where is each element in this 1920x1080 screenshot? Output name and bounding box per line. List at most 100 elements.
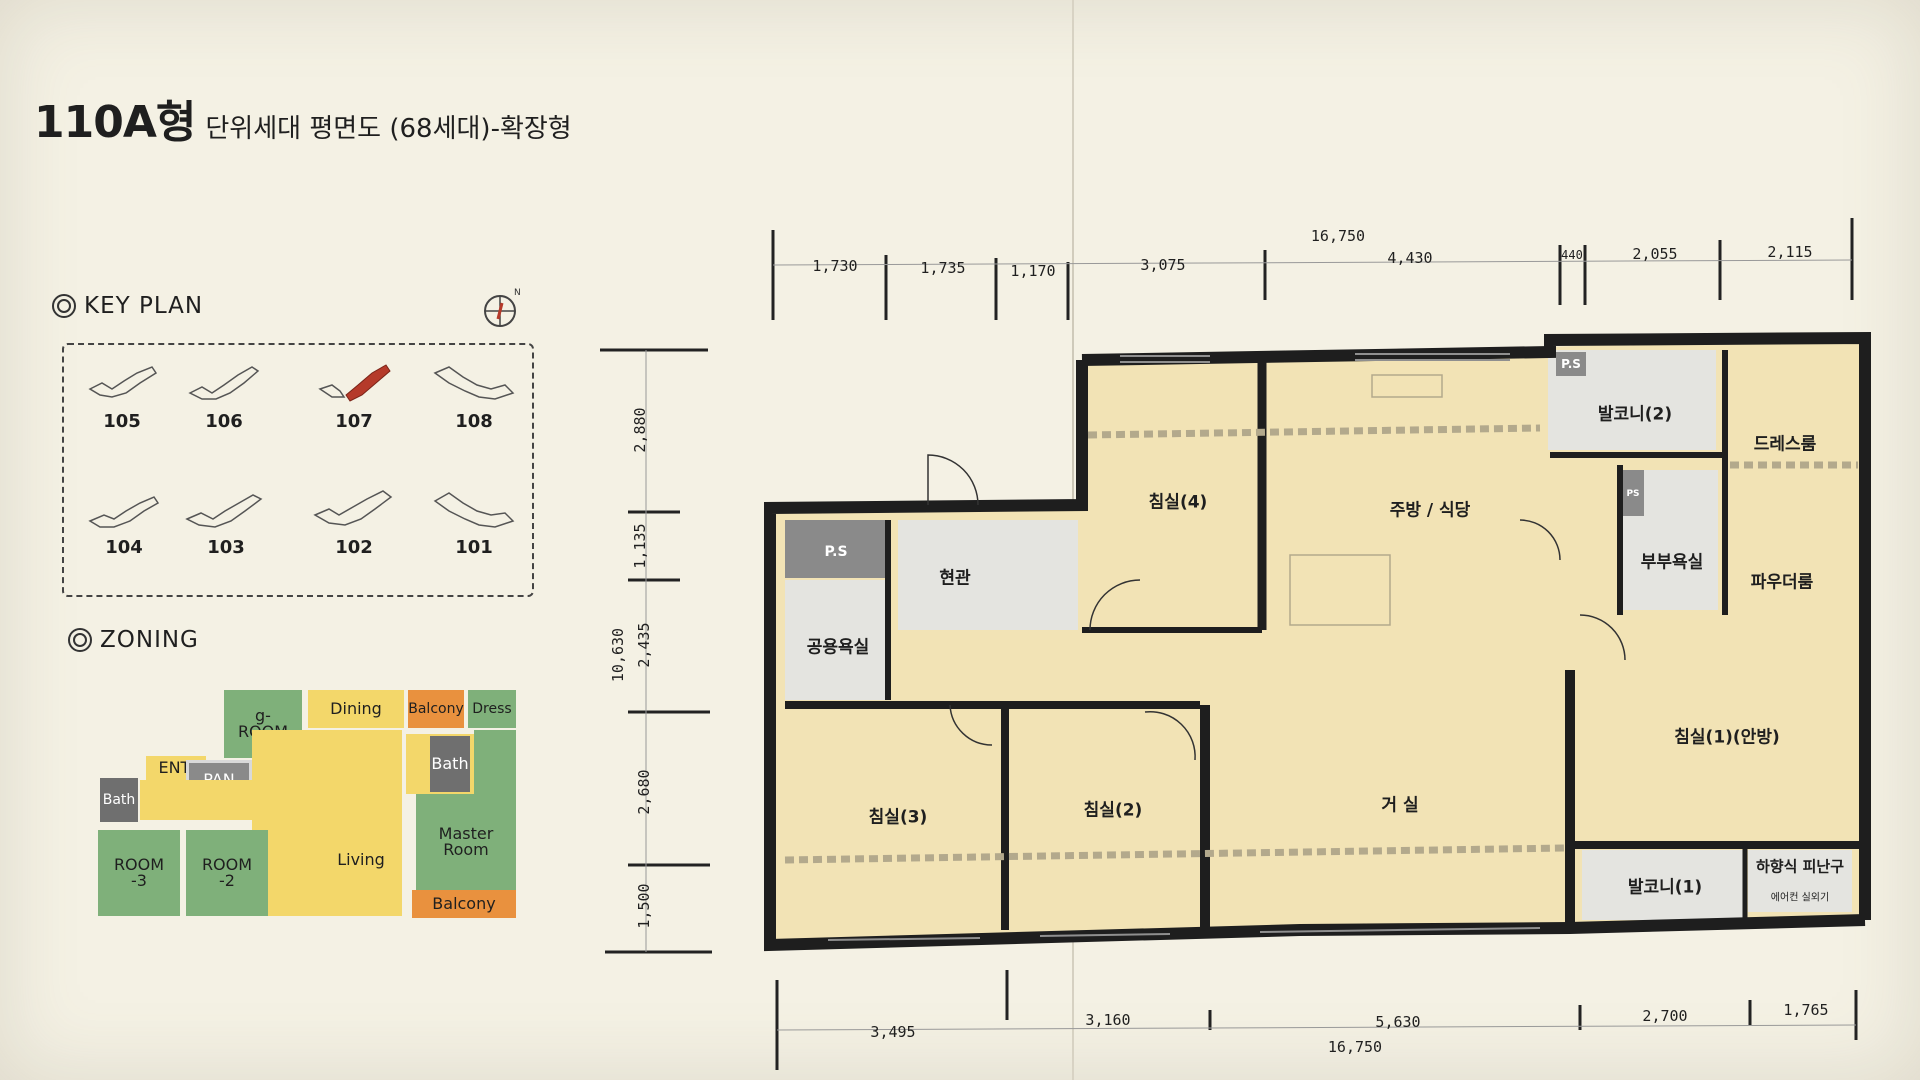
dim-bottom-1: 3,495 xyxy=(870,1023,916,1041)
zone-dining: Dining xyxy=(308,690,404,728)
dim-bottom-5: 1,765 xyxy=(1783,1001,1829,1019)
building-label: 105 xyxy=(103,411,141,432)
zoning-diagram: g- ROOM Dining Balcony Dress ENT. PAN Ba… xyxy=(96,690,526,920)
dim-left-1: 2,880 xyxy=(631,407,649,453)
building-label: 103 xyxy=(207,537,245,558)
dim-top-4: 3,075 xyxy=(1140,256,1186,274)
building-label: 108 xyxy=(455,411,493,432)
room-living: 거 실 xyxy=(1381,795,1419,816)
room-balcony1: 발코니(1) xyxy=(1627,877,1703,898)
ps-small-shaft xyxy=(1622,470,1644,516)
tag-ps-top: P.S xyxy=(1561,357,1581,371)
zone-master-room: Master Room xyxy=(416,794,516,890)
dim-top-1: 1,730 xyxy=(812,257,858,275)
building-label: 102 xyxy=(335,537,373,558)
building-footprint-icon xyxy=(433,366,515,400)
master-door-swing xyxy=(1579,614,1626,661)
ps-left-shaft xyxy=(785,520,887,578)
room-powder: 파우더룸 xyxy=(1750,572,1814,593)
building-footprint-icon xyxy=(185,494,263,528)
zone-bath-right: Bath xyxy=(430,736,470,792)
kitchen-furniture xyxy=(1289,374,1443,626)
entry-floor xyxy=(898,520,1078,630)
key-plan-building: 105 xyxy=(72,359,172,449)
common-bath-floor xyxy=(785,580,887,700)
window-bedroom2 xyxy=(1039,933,1171,937)
bedroom2-door-swing xyxy=(1144,710,1196,761)
room-bedroom3: 침실(3) xyxy=(868,807,928,828)
balcony1-floor xyxy=(1582,850,1744,920)
dim-bottom-total: 16,750 xyxy=(1327,1038,1383,1056)
window-bedroom3 xyxy=(827,937,981,941)
dim-bottom-3: 5,630 xyxy=(1375,1013,1421,1031)
dim-bottom-2: 3,160 xyxy=(1085,1011,1131,1029)
zone-balcony-top: Balcony xyxy=(408,690,464,728)
zone-living-label: Living xyxy=(337,850,385,869)
key-plan-building: 106 xyxy=(174,359,274,449)
zone-living-core xyxy=(252,730,402,916)
bullet-circle-icon xyxy=(68,628,92,652)
dim-top-total: 16,750 xyxy=(1310,227,1366,245)
dim-left-3: 2,435 xyxy=(635,622,653,668)
room-common-bath: 공용욕실 xyxy=(806,637,870,658)
zone-balcony-bottom: Balcony xyxy=(412,890,516,918)
tag-ps-small: PS xyxy=(1626,489,1640,499)
key-plan-heading: KEY PLAN xyxy=(52,293,203,319)
kitchen-counter xyxy=(1371,374,1443,398)
doors xyxy=(927,454,1626,761)
zone-bath-left: Bath xyxy=(100,778,138,822)
dining-table xyxy=(1289,554,1391,626)
expansion-lines xyxy=(784,424,1858,864)
key-plan-building: 103 xyxy=(176,485,276,575)
bullet-circle-icon xyxy=(52,294,76,318)
dim-top-5: 4,430 xyxy=(1387,249,1433,267)
room-ac-outdoor-unit: 에어컨 실외기 xyxy=(1770,892,1830,904)
key-plan-building: 104 xyxy=(74,485,174,575)
dim-left-total: 10,630 xyxy=(609,627,627,683)
tag-ps-left: P.S xyxy=(824,544,848,560)
key-plan-building: 102 xyxy=(304,485,404,575)
dim-top-7: 2,055 xyxy=(1632,245,1678,263)
zoning-heading: ZONING xyxy=(68,627,199,653)
room-entry: 현관 xyxy=(939,568,971,589)
dimension-lines xyxy=(645,259,1857,1031)
room-kitchen-dining: 주방 / 식당 xyxy=(1389,500,1471,521)
zone-room-2: ROOM -2 xyxy=(186,830,268,916)
entry-door-swing xyxy=(927,454,979,506)
windows xyxy=(827,353,1541,941)
zone-hall xyxy=(140,780,252,820)
zone-dress: Dress xyxy=(468,690,516,728)
building-label: 101 xyxy=(455,537,493,558)
svg-text:N: N xyxy=(514,288,521,298)
building-footprint-icon xyxy=(433,492,515,528)
building-label: 104 xyxy=(105,537,143,558)
dress-door-swing xyxy=(1519,519,1561,561)
zoning-label: ZONING xyxy=(100,627,199,653)
room-balcony2: 발코니(2) xyxy=(1597,404,1673,425)
expansion-line-top xyxy=(1087,424,1541,439)
building-footprint-highlight-icon xyxy=(318,364,391,402)
dim-top-8: 2,115 xyxy=(1767,243,1813,261)
building-label: 106 xyxy=(205,411,243,432)
key-plan-building: 101 xyxy=(424,485,524,575)
dim-left-5: 1,500 xyxy=(635,883,653,929)
room-bedroom4: 침실(4) xyxy=(1148,492,1208,513)
room-master-bath: 부부욕실 xyxy=(1640,552,1704,573)
bedroom3-door-swing xyxy=(949,704,993,746)
unit-type-subtitle: 단위세대 평면도 (68세대)-확장형 xyxy=(205,114,572,144)
dim-top-3: 1,170 xyxy=(1010,262,1056,280)
dim-top-2: 1,735 xyxy=(920,259,966,277)
window-living xyxy=(1259,927,1541,933)
dim-top-6: 440 xyxy=(1561,248,1583,262)
key-plan-building-highlighted: 107 xyxy=(304,359,404,449)
ps-top-shaft xyxy=(1556,352,1586,376)
building-label: 107 xyxy=(335,411,373,432)
room-master-bedroom: 침실(1)(안방) xyxy=(1674,727,1780,748)
room-bedroom2: 침실(2) xyxy=(1083,800,1143,821)
key-plan-box: 105 106 107 108 104 103 102 xyxy=(62,343,534,597)
dimension-ticks xyxy=(600,218,1858,1070)
building-footprint-icon xyxy=(313,490,393,526)
expansion-line-bottom xyxy=(784,844,1566,864)
north-compass-icon: N xyxy=(484,288,521,327)
